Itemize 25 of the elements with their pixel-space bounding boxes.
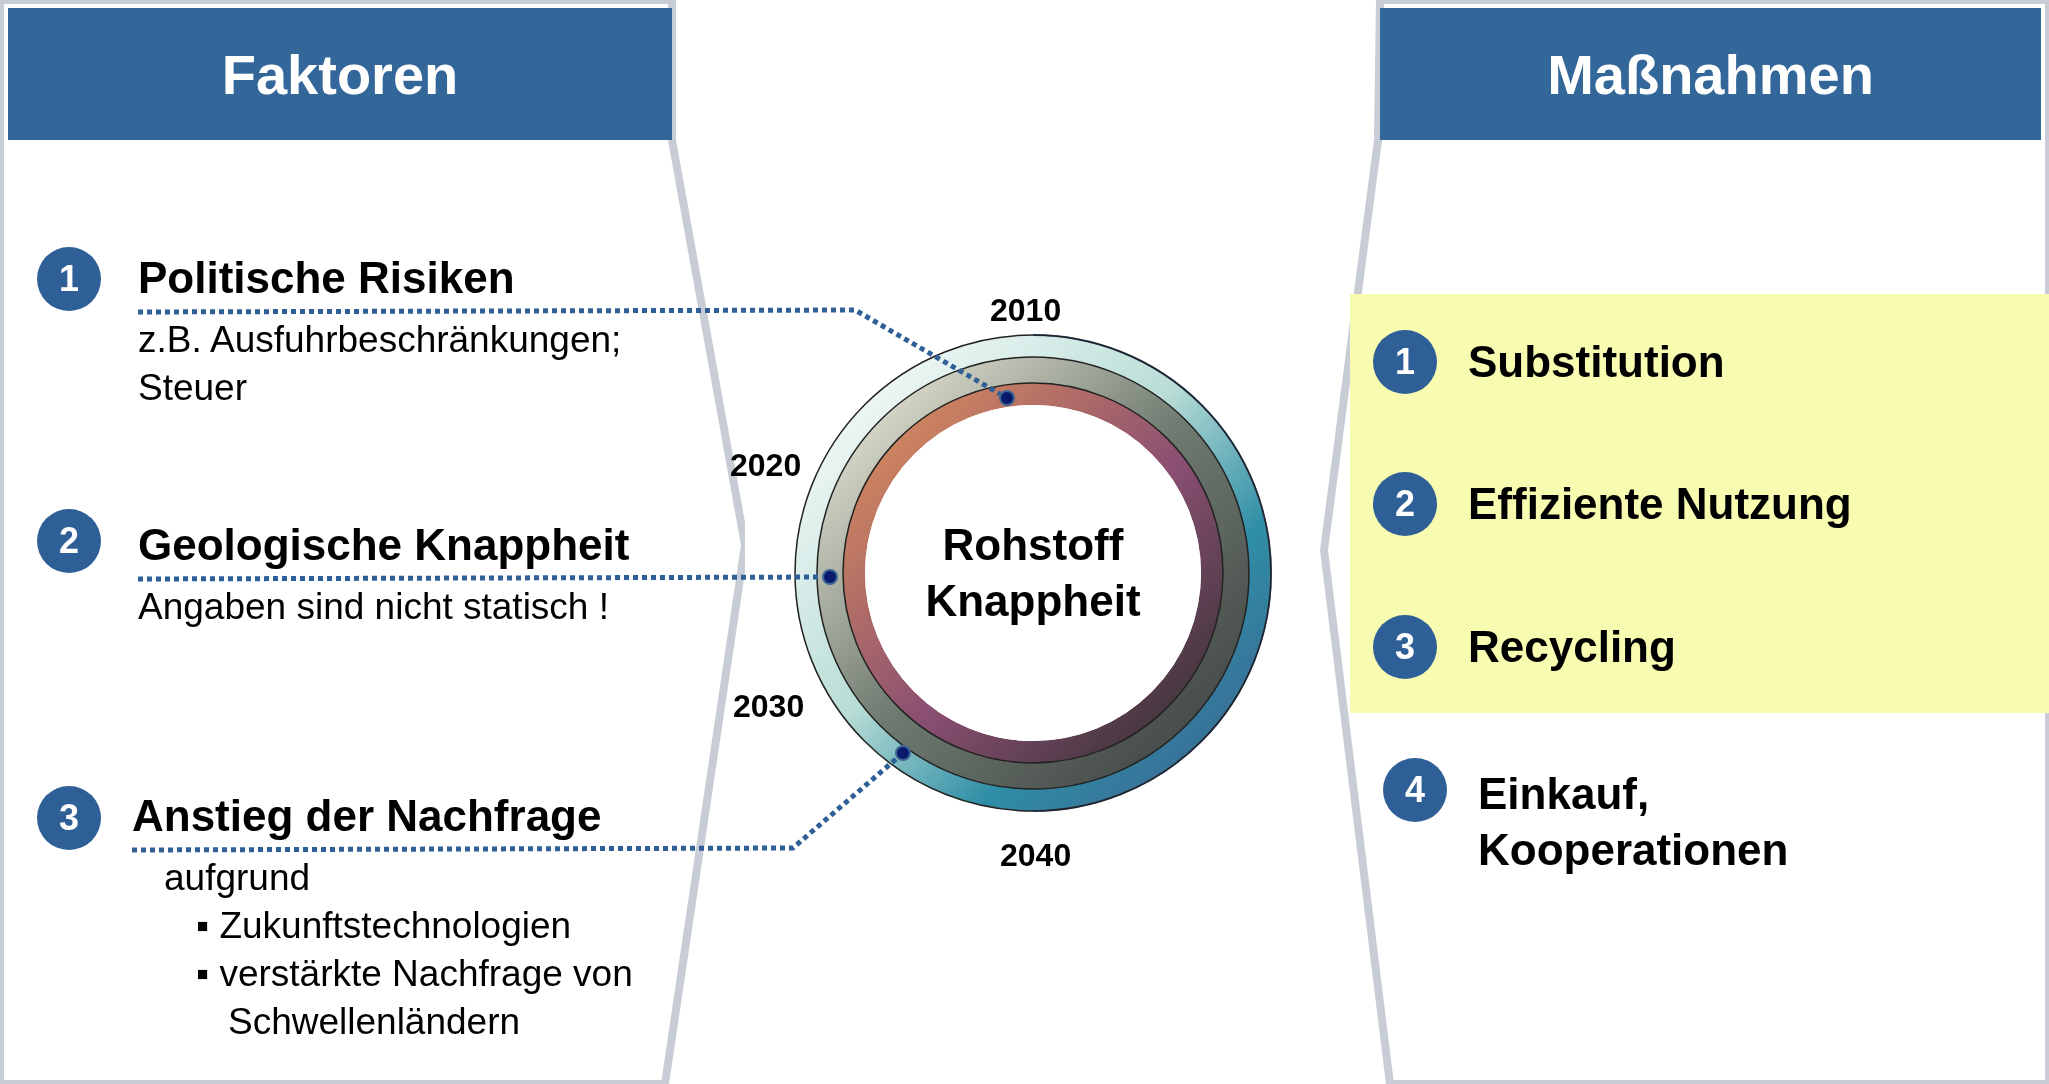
measure-item: Substitution bbox=[1468, 330, 2028, 390]
factor-description: z.B. Ausfuhrbeschränkungen; Steuer bbox=[138, 318, 623, 410]
number-badge: 3 bbox=[1373, 615, 1437, 679]
factor-title: Geologische Knappheit bbox=[138, 519, 631, 571]
factor-title: Politische Risiken bbox=[138, 252, 516, 304]
factor-title: Anstieg der Nachfrage bbox=[132, 790, 603, 842]
measure-item: Einkauf, Kooperationen bbox=[1478, 762, 1898, 878]
factor-description: aufgrund bbox=[164, 856, 312, 900]
year-label: 2020 bbox=[730, 447, 802, 484]
measure-item: Recycling bbox=[1468, 615, 2028, 675]
highlight-band bbox=[1350, 294, 2049, 713]
year-label: 2010 bbox=[990, 292, 1062, 329]
panel-header: Maßnahmen bbox=[1380, 8, 2041, 140]
factor-description: Angaben sind nicht statisch ! bbox=[138, 585, 610, 629]
number-badge: 1 bbox=[1373, 330, 1437, 394]
year-label: 2030 bbox=[733, 688, 805, 725]
leader-line bbox=[132, 756, 899, 853]
bullet-point: ▪ Zukunftstechnologien bbox=[196, 904, 573, 948]
leader-line bbox=[138, 307, 1002, 397]
number-badge: 2 bbox=[1373, 472, 1437, 536]
measure-panel bbox=[1320, 0, 2049, 1084]
bullet-point: ▪ verstärkte Nachfrage von Schwellenländern bbox=[196, 952, 634, 1044]
measure-item: Effiziente Nutzung bbox=[1468, 472, 2028, 532]
panel-header: Faktoren bbox=[8, 8, 672, 140]
year-label: 2040 bbox=[1000, 837, 1072, 874]
